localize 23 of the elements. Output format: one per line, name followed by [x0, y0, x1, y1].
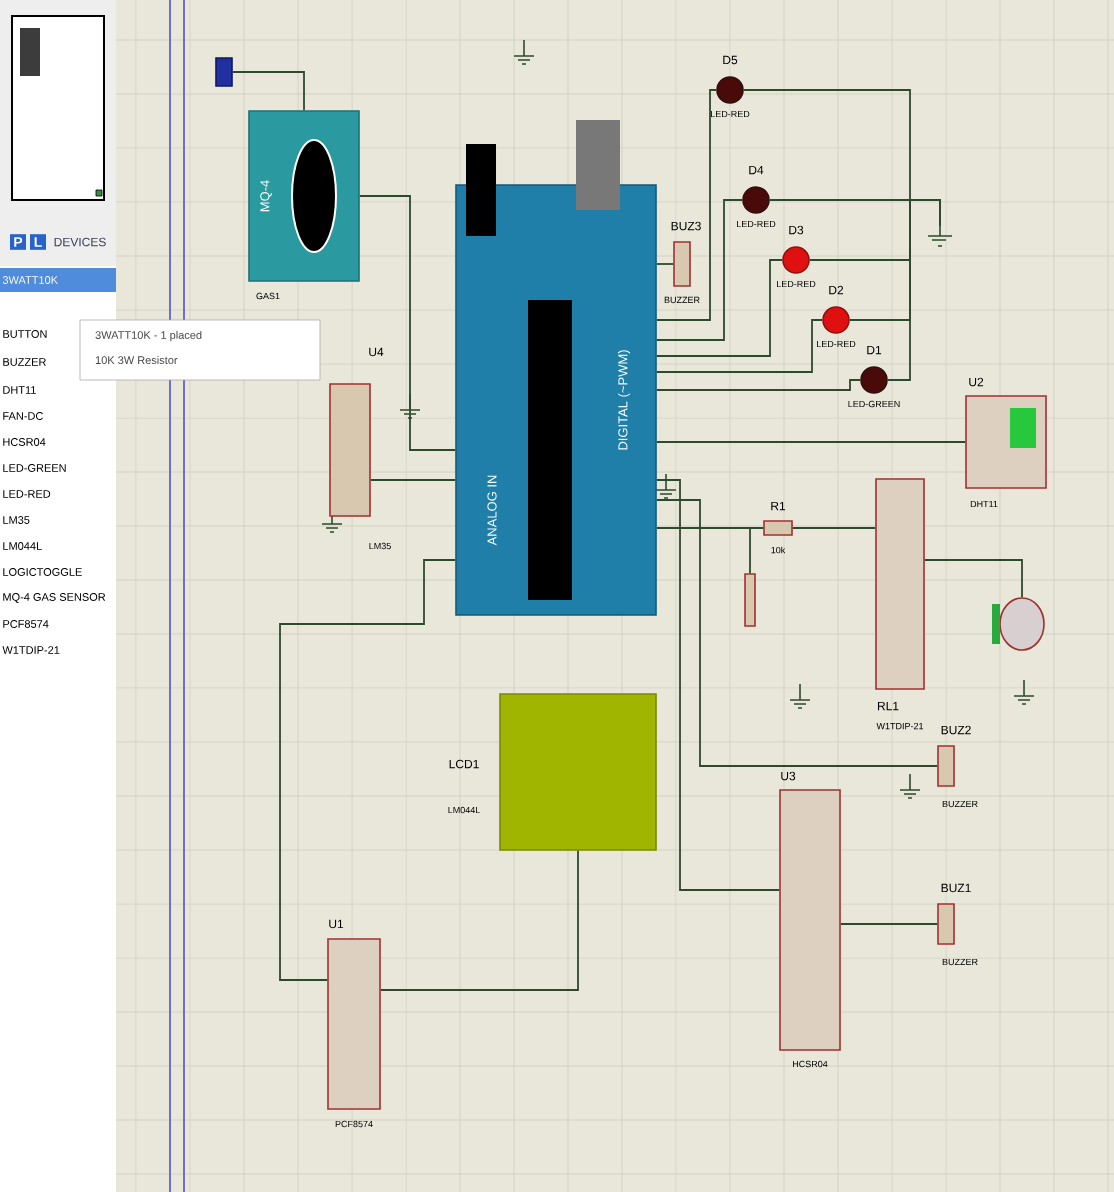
wire	[655, 499, 939, 767]
wire	[839, 923, 939, 925]
wire	[369, 479, 457, 481]
wire	[655, 441, 967, 443]
push-button	[744, 573, 756, 627]
wire	[231, 71, 305, 112]
ground-symbol	[927, 225, 953, 247]
wire	[655, 259, 784, 357]
wire	[886, 199, 941, 381]
fan-motor	[992, 597, 1045, 651]
wire	[655, 379, 862, 391]
wire	[379, 849, 579, 991]
wire	[923, 559, 1023, 599]
logic-toggle	[215, 57, 233, 87]
wire	[279, 559, 457, 981]
wire	[655, 319, 824, 373]
wire	[749, 527, 765, 575]
wire	[655, 89, 718, 321]
wire	[655, 479, 781, 891]
wire	[791, 527, 877, 529]
wire	[655, 199, 744, 341]
wire	[655, 263, 675, 265]
wire	[358, 195, 457, 451]
